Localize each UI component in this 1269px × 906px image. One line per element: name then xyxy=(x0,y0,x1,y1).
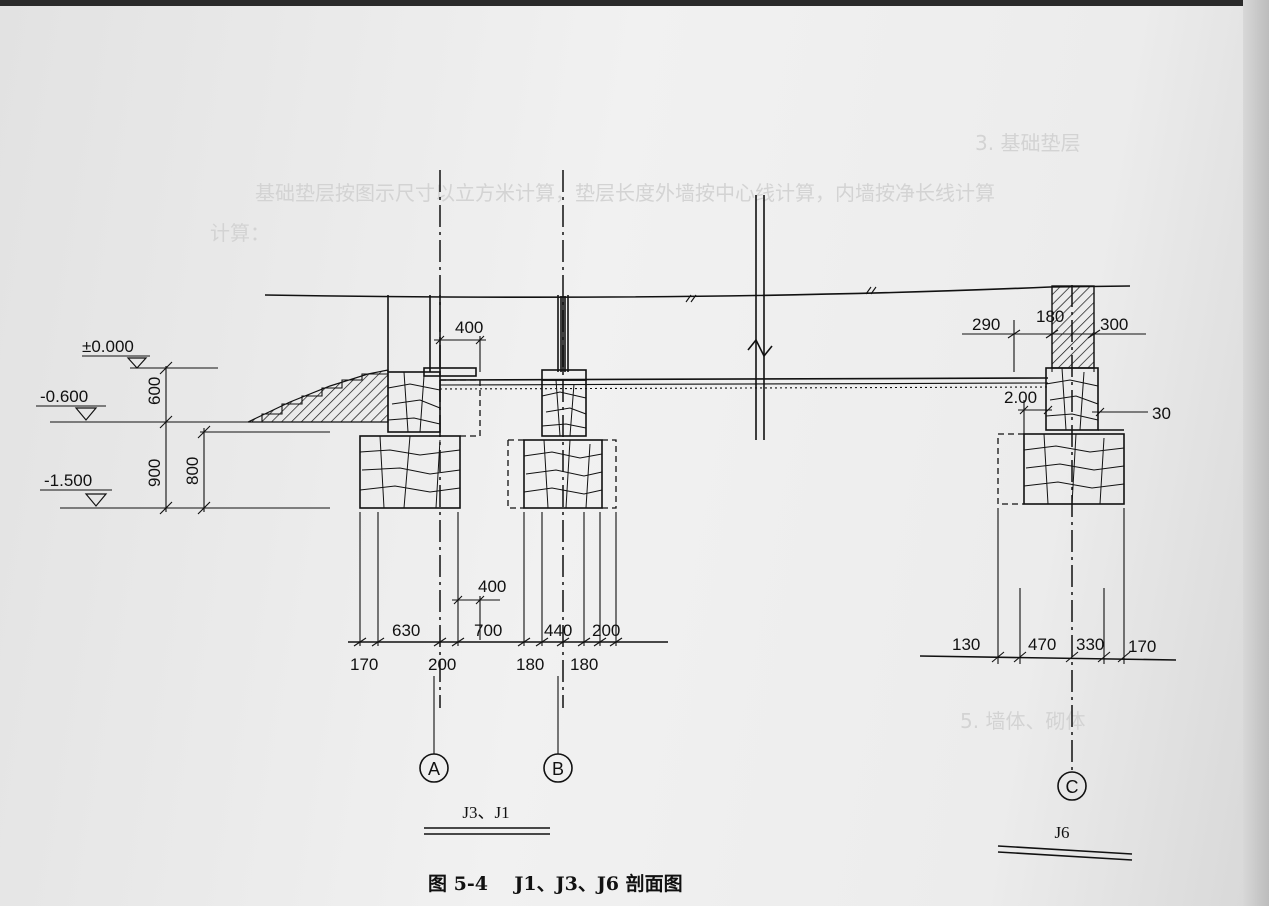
axis-label-c: C xyxy=(1066,777,1079,797)
foundation-c xyxy=(997,285,1125,505)
dim-a-180: 180 xyxy=(516,655,544,674)
axis-bubble-b xyxy=(543,753,573,783)
dim-b-180: 180 xyxy=(570,655,598,674)
dimensions-c: 290 180 300 2.00 30 130 470 330 170 xyxy=(919,307,1177,664)
foundation-b xyxy=(507,295,617,509)
dim-c-wall-offset: 2.00 xyxy=(1004,388,1037,407)
floor-slab-line xyxy=(264,285,1131,299)
dim-c-290: 290 xyxy=(972,315,1000,334)
dim-a-700: 700 xyxy=(474,621,502,640)
dim-a-top: 400 xyxy=(434,318,486,372)
vertical-dimensions: 600 900 800 xyxy=(145,361,211,515)
level-label-1500: -1.500 xyxy=(44,471,92,490)
bg-text-line-1: 基础垫层按图示尺寸以立方米计算，垫层长度外墙按中心线计算，内墙按净长线计算 xyxy=(255,181,995,205)
level-marks: ±0.000 -0.600 -1.500 xyxy=(36,337,330,509)
level-label-0600: -0.600 xyxy=(40,387,88,406)
axis-bubble-c xyxy=(1057,771,1087,801)
bg-text-heading: 3. 基础垫层 xyxy=(975,131,1080,155)
dim-a-200: 200 xyxy=(428,655,456,674)
floor-break-marks xyxy=(685,286,877,303)
level-label-0000: ±0.000 xyxy=(82,337,134,356)
earth-slope xyxy=(247,369,389,423)
bg-text-line-2: 计算： xyxy=(210,221,270,245)
background-text: 3. 基础垫层 基础垫层按图示尺寸以立方米计算，垫层长度外墙按中心线计算，内墙按… xyxy=(210,131,1085,733)
dimensions-ab: 400 630 700 440 200 170 200 180 180 xyxy=(348,512,668,674)
dim-c-170: 170 xyxy=(1128,637,1156,656)
dim-a-170: 170 xyxy=(350,655,378,674)
dim-c-300: 300 xyxy=(1100,315,1128,334)
dim-b-200: 200 xyxy=(592,621,620,640)
dim-a-column-offset: 400 xyxy=(455,318,483,337)
dim-600: 600 xyxy=(145,377,164,405)
dim-800: 800 xyxy=(183,457,202,485)
axis-label-b: B xyxy=(552,759,564,779)
dim-a-bottom-offset: 400 xyxy=(478,577,506,596)
dim-c-330: 330 xyxy=(1076,635,1104,654)
section-labels: J3、J1 J6 xyxy=(424,803,1133,861)
bg-text-section: 5. 墙体、砌体 xyxy=(960,709,1085,733)
page-right-edge xyxy=(1243,0,1269,906)
dim-b-440: 440 xyxy=(544,621,572,640)
break-line xyxy=(747,195,773,440)
dim-c-470: 470 xyxy=(1028,635,1056,654)
section-label-j6: J6 xyxy=(1054,823,1069,842)
dim-c-30: 30 xyxy=(1152,404,1171,423)
dim-900: 900 xyxy=(145,459,164,487)
floor-layer xyxy=(439,377,1049,390)
page-top-edge xyxy=(0,0,1269,6)
dim-c-180: 180 xyxy=(1036,307,1064,326)
dim-a-630: 630 xyxy=(392,621,420,640)
foundation-a xyxy=(359,295,481,509)
dim-c-130: 130 xyxy=(952,635,980,654)
axis-bubbles: A B C xyxy=(419,676,1087,801)
axis-bubble-a xyxy=(419,753,449,783)
figure-caption: 图 5-4 J1、J3、J6 剖面图 xyxy=(428,872,683,895)
section-label-j3-j1: J3、J1 xyxy=(462,803,509,822)
axis-label-a: A xyxy=(428,759,440,779)
